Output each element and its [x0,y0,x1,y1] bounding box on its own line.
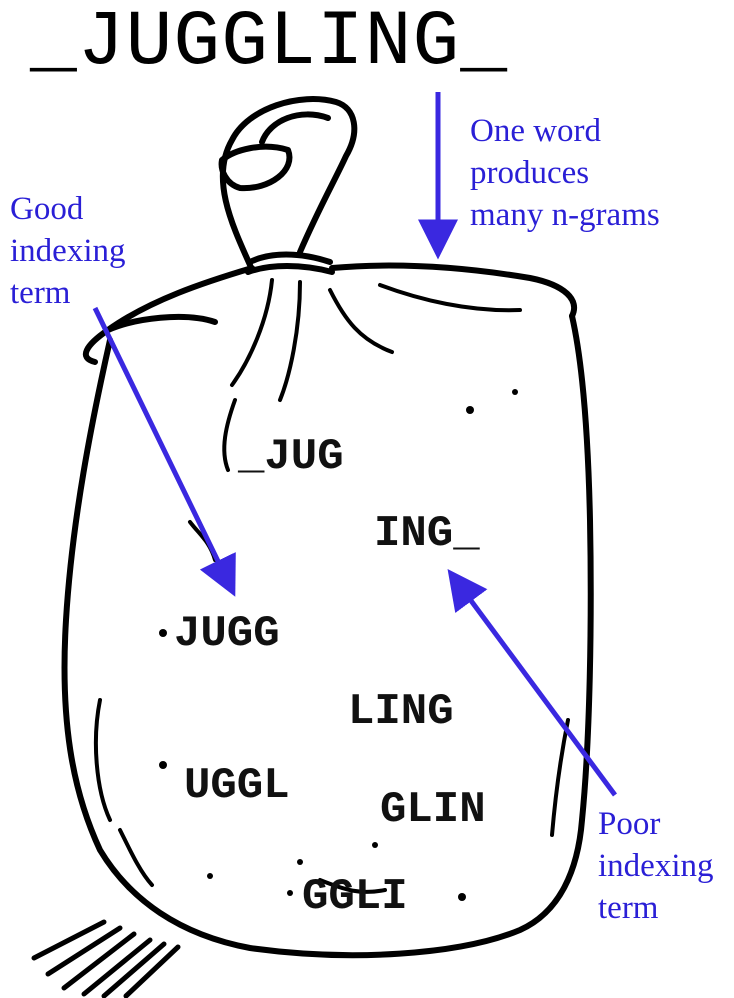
bag-wrinkles [96,280,568,892]
good-term-arrow [95,308,232,590]
bag-knot [222,99,355,272]
poor-term-annotation: Poor indexing term [598,803,713,929]
ngram-label: GGLI [302,875,408,919]
ngram-label: LING [348,690,454,734]
ngram-label: _JUG [238,435,344,479]
ngram-label: UGGL [184,764,290,808]
ngram-label: JUGG [174,612,280,656]
page-title: _JUGGLING_ [30,4,508,82]
annotation-line: term [10,272,125,314]
one-word-annotation: One word produces many n-grams [470,110,660,236]
annotation-line: indexing [598,845,713,887]
ngram-label: ING_ [374,512,480,556]
annotation-line: Poor [598,803,713,845]
bag-body [64,266,590,956]
annotation-line: One word [470,110,660,152]
good-term-annotation: Good indexing term [10,188,125,314]
annotation-line: produces [470,152,660,194]
annotation-line: term [598,887,713,929]
bag-fringe [34,922,178,996]
annotation-line: Good [10,188,125,230]
annotation-line: many n-grams [470,194,660,236]
annotation-line: indexing [10,230,125,272]
ngram-label: GLIN [380,788,486,832]
